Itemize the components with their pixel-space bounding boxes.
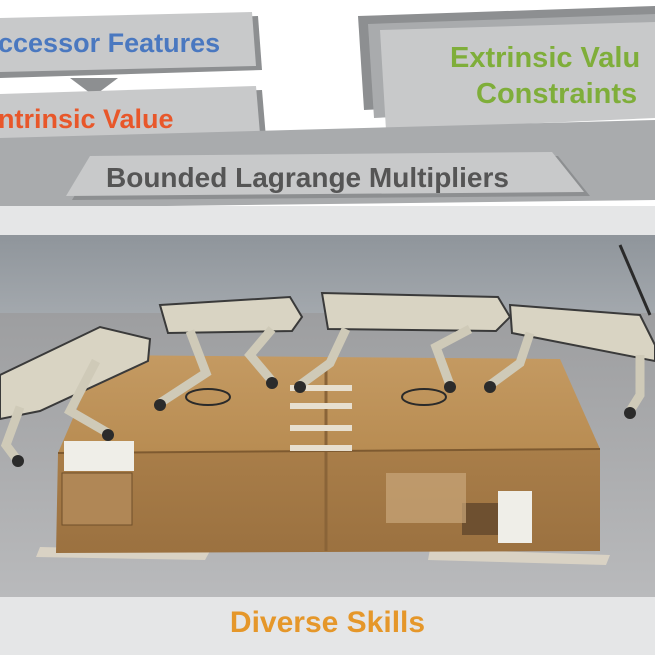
method-diagram: ccessor Features ntrinsic Value Extrinsi…: [0, 0, 655, 235]
logo-circle-icon: [185, 388, 231, 406]
logo-circle-icon: [401, 388, 447, 406]
diverse-skills-label: Diverse Skills: [229, 606, 426, 639]
extrinsic-value-label: Extrinsic Valu: [450, 42, 641, 74]
robot-photo: [0, 235, 655, 597]
intrinsic-value-label: ntrinsic Value: [0, 104, 174, 134]
arrow-down-icon: [70, 78, 118, 96]
bounded-lagrange-label: Bounded Lagrange Multipliers: [106, 162, 509, 193]
constraints-label: Constraints: [476, 78, 638, 110]
robot-scene: [0, 235, 655, 597]
diagram-shapes: [0, 6, 655, 235]
successor-features-label: ccessor Features: [0, 28, 221, 58]
caption-bar: Diverse Skills: [0, 597, 655, 655]
